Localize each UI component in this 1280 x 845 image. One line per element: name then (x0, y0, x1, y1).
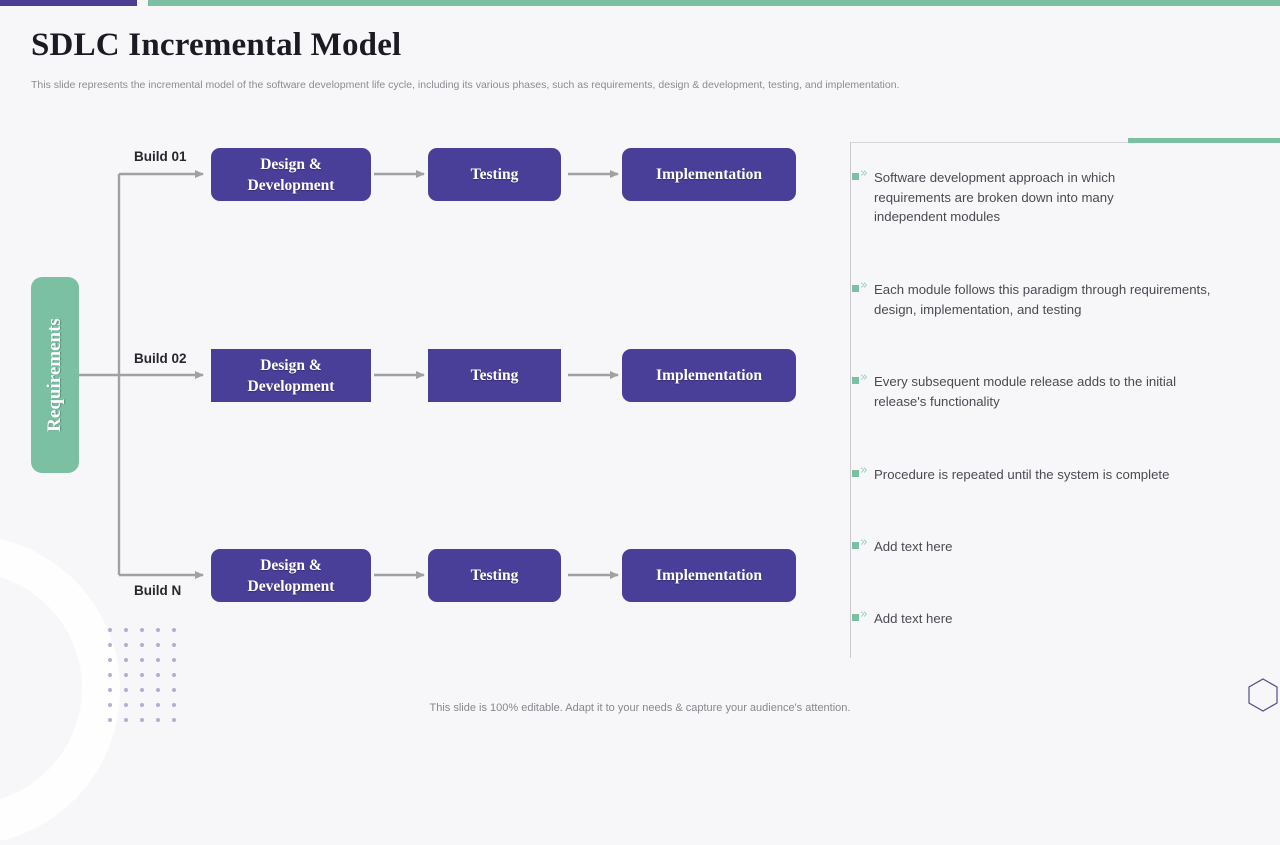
list-item-label: Add text here (874, 611, 953, 626)
bullet-chevron-icon: » (860, 463, 868, 478)
page-title: SDLC Incremental Model (31, 27, 402, 63)
list-item-label: Procedure is repeated until the system i… (874, 467, 1170, 482)
list-item-label: Add text here (874, 539, 953, 554)
stage-box-implementation-3[interactable]: Implementation (622, 549, 796, 602)
stage-box-design-development-1[interactable]: Design & Development (211, 148, 371, 201)
list-item[interactable]: » Every subsequent module release adds t… (852, 370, 1212, 411)
stage-box-testing-2[interactable]: Testing (428, 349, 561, 402)
list-item-label: Every subsequent module release adds to … (874, 374, 1177, 409)
list-item-label: Each module follows this paradigm throug… (874, 282, 1211, 317)
requirements-block[interactable]: Requirements (31, 277, 79, 473)
bullet-square-icon: » (852, 463, 874, 481)
list-item[interactable]: » Add text here (852, 535, 1152, 557)
list-item[interactable]: » Add text here (852, 607, 1152, 629)
stage-box-design-development-2[interactable]: Design & Development (211, 349, 371, 402)
bullet-square-icon: » (852, 166, 874, 184)
bullet-chevron-icon: » (860, 607, 868, 622)
requirements-label: Requirements (44, 318, 65, 432)
bullet-square-icon: » (852, 607, 874, 625)
build-label-2: Build 02 (134, 351, 187, 366)
bullet-square-icon: » (852, 535, 874, 553)
bullet-square-icon: » (852, 278, 874, 296)
panel-top-divider (850, 142, 1280, 143)
bullet-chevron-icon: » (860, 278, 868, 293)
bullet-chevron-icon: » (860, 370, 868, 385)
build-label-1: Build 01 (134, 149, 187, 164)
list-item[interactable]: » Procedure is repeated until the system… (852, 463, 1252, 485)
top-accent-bar-green (148, 0, 1280, 6)
list-item[interactable]: » Each module follows this paradigm thro… (852, 278, 1252, 319)
stage-box-design-development-3[interactable]: Design & Development (211, 549, 371, 602)
list-item[interactable]: » Software development approach in which… (852, 166, 1182, 227)
key-points-panel: » Software development approach in which… (848, 128, 1280, 658)
bullet-square-icon: » (852, 370, 874, 388)
hexagon-icon (1248, 678, 1278, 712)
page-subtitle: This slide represents the incremental mo… (31, 79, 900, 91)
footer-note: This slide is 100% editable. Adapt it to… (429, 702, 851, 714)
stage-box-testing-1[interactable]: Testing (428, 148, 561, 201)
panel-vertical-divider (850, 142, 851, 658)
incremental-model-diagram: Requirements Build 01 Design & Developme… (31, 148, 796, 602)
bullet-chevron-icon: » (860, 535, 868, 550)
build-label-3: Build N (134, 583, 182, 598)
list-item-label: Software development approach in which r… (874, 170, 1116, 224)
bullet-chevron-icon: » (860, 166, 868, 181)
top-accent-bar-purple (0, 0, 137, 6)
stage-box-testing-3[interactable]: Testing (428, 549, 561, 602)
stage-box-implementation-1[interactable]: Implementation (622, 148, 796, 201)
panel-green-accent-bar (1128, 138, 1280, 143)
stage-box-implementation-2[interactable]: Implementation (622, 349, 796, 402)
